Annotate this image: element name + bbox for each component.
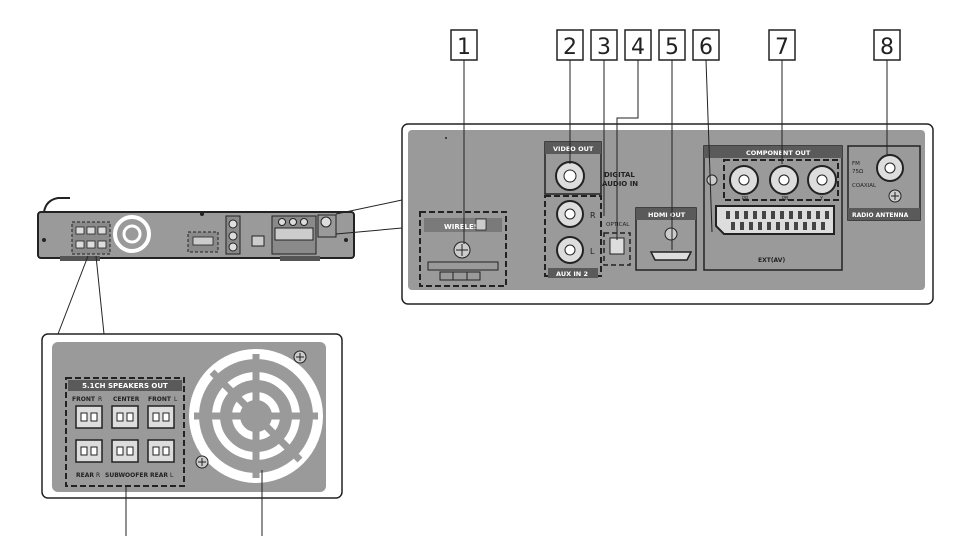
callout-3-number: 3 — [597, 35, 611, 60]
fm-label: FM — [852, 161, 860, 167]
center-label: CENTER — [113, 396, 140, 403]
unit-fan — [113, 215, 151, 253]
callout-8-number: 8 — [880, 35, 894, 60]
pr-label: PR — [742, 196, 749, 202]
hdmi-port — [649, 251, 693, 261]
optical-port — [609, 237, 625, 255]
ext-av-label: EXT(AV) — [758, 257, 785, 264]
callout-8: 8 — [873, 29, 901, 156]
aux-l-label: L — [590, 247, 595, 256]
aux-r-label: R — [590, 211, 596, 220]
radio-antenna-label: RADIO ANTENNA — [852, 212, 909, 219]
y-label: Y — [819, 196, 824, 202]
scart-pins — [726, 211, 829, 230]
rear-panel-enlarged: WIRELESS VIDEO OUT R L AUX IN 2 DIGITAL … — [401, 123, 934, 305]
callout-1-number: 1 — [457, 35, 471, 60]
video-out-label: VIDEO OUT — [553, 145, 594, 153]
pb-label: PB — [782, 196, 789, 202]
front-l-terminal — [147, 405, 175, 429]
callout-2: 2 — [556, 29, 584, 164]
rear-l-label: REAR — [150, 472, 168, 479]
rear-r-terminal — [75, 439, 103, 463]
power-cord — [43, 197, 70, 213]
unit-hdmi — [251, 235, 265, 247]
coaxial-label: COAXIAL — [852, 183, 877, 189]
digital-label-1: DIGITAL — [604, 171, 635, 179]
callout-5: 5 — [658, 29, 686, 250]
rear-l-mark: L — [170, 472, 174, 479]
zoom-lines — [57, 199, 403, 335]
callout-6: 6 — [692, 29, 720, 233]
ohm-label: 75Ω — [852, 169, 863, 175]
callouts: 1 2 3 4 5 6 7 — [450, 29, 901, 250]
digital-label-2: AUDIO IN — [602, 180, 638, 188]
subwoofer-terminal — [111, 439, 139, 463]
callout-5-number: 5 — [665, 35, 679, 60]
speaker-title: 5.1CH SPEAKERS OUT — [82, 382, 168, 390]
front-r-terminal — [75, 405, 103, 429]
front-r-mark: R — [98, 396, 102, 403]
component-label: COMPONENT OUT — [746, 149, 811, 157]
callout-4: 4 — [616, 29, 652, 240]
aux-in-label: AUX IN 2 — [556, 270, 588, 278]
front-l-mark: L — [174, 396, 178, 403]
front-l-label: FRONT — [148, 396, 172, 403]
callout-6-number: 6 — [699, 35, 713, 60]
callout-1: 1 — [450, 29, 478, 244]
rear-l-terminal — [147, 439, 175, 463]
front-r-label: FRONT — [72, 396, 96, 403]
unit-foot-left — [60, 256, 100, 261]
callout-3: 3 — [590, 29, 618, 216]
subwoofer-label: SUBWOOFER — [105, 472, 148, 479]
cooling-fan-icon — [189, 349, 323, 483]
wireless-box — [419, 211, 507, 287]
rear-r-mark: R — [96, 472, 100, 479]
hdmi-label: HDMI OUT — [648, 211, 686, 219]
speaker-panel-enlarged: 5.1CH SPEAKERS OUT FRONT R CENTER FRONT … — [41, 333, 343, 536]
speaker-terminal-box — [65, 377, 185, 487]
unit-foot-right — [280, 256, 320, 261]
callout-4-number: 4 — [631, 35, 645, 60]
unit-antenna-jack — [320, 216, 332, 228]
optical-label: OPTICAL — [606, 222, 630, 228]
rear-r-label: REAR — [76, 472, 94, 479]
callout-2-number: 2 — [563, 35, 577, 60]
main-unit — [37, 197, 355, 261]
center-terminal — [111, 405, 139, 429]
callout-7-number: 7 — [775, 35, 789, 60]
callout-7: 7 — [768, 29, 796, 164]
